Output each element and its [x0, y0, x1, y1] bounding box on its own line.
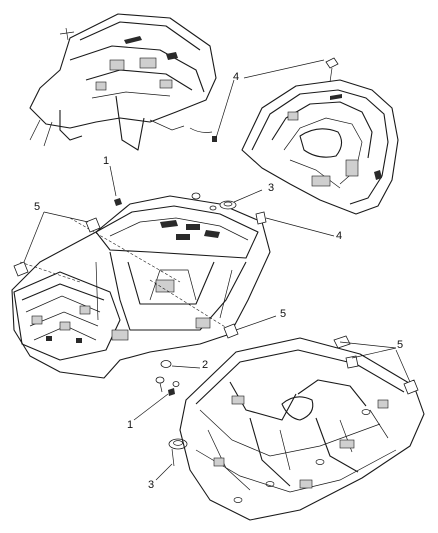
callout-4-top: 4 — [233, 71, 240, 83]
callout-1-top: 1 — [103, 155, 110, 167]
callout-4-mid: 4 — [336, 230, 343, 242]
rear-floor-body — [11, 195, 271, 393]
callout-1-bottom: 1 — [127, 419, 134, 431]
decklid-inner-panel — [241, 57, 399, 215]
callout-2: 2 — [202, 359, 209, 371]
callout-5-mid: 5 — [280, 308, 287, 320]
callout-5-left: 5 — [34, 201, 41, 213]
front-floor-pan — [179, 335, 425, 521]
rear-panel-assembly — [29, 13, 217, 151]
callout-3-bottom: 3 — [148, 479, 155, 491]
callout-3-top: 3 — [268, 182, 275, 194]
callout-5-right: 5 — [397, 339, 404, 351]
leader-lines — [23, 59, 411, 481]
small-parts — [13, 192, 267, 467]
